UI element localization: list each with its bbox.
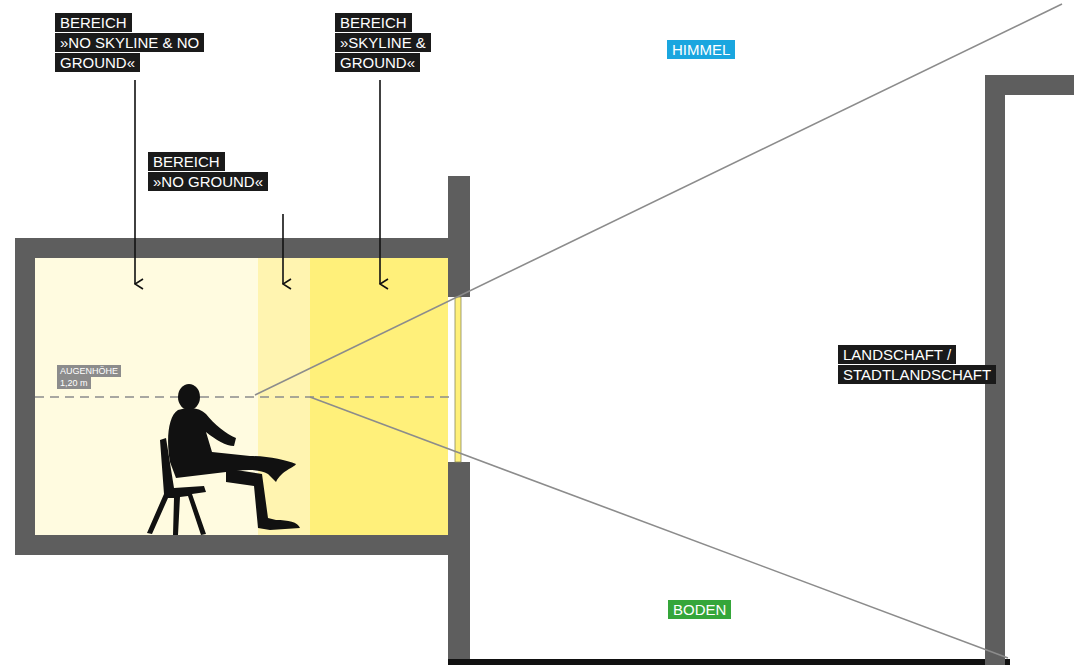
seated-person-silhouette	[147, 384, 300, 535]
label-text: BEREICH	[148, 152, 225, 171]
text-line: »NO GROUND«	[148, 172, 308, 192]
label-text: LANDSCHAFT / STADTLANDSCHAFT	[838, 345, 996, 384]
window	[455, 297, 461, 462]
label-text: BEREICH	[335, 13, 412, 32]
text-line: BEREICH	[335, 13, 465, 33]
eye-level-line	[35, 396, 455, 398]
text-line: AUGENHÖHE 1,20 m	[57, 365, 124, 389]
label-text: HIMMEL	[667, 40, 735, 59]
back-wall	[15, 238, 35, 555]
ground-label: BODEN	[668, 600, 788, 620]
opposite-building-roof	[985, 75, 1074, 95]
eye-height-label: AUGENHÖHE 1,20 m	[57, 365, 124, 389]
facade-wall-upper	[448, 176, 470, 297]
leader-arrow	[379, 80, 381, 284]
zone-label-box: BEREICH»SKYLINE & GROUND«	[335, 13, 465, 73]
text-line: BEREICH	[55, 13, 215, 33]
text-line: »SKYLINE & GROUND«	[335, 33, 465, 73]
sight-line-upper	[255, 4, 1062, 395]
zone-label-box: BEREICH»NO GROUND«	[148, 152, 308, 192]
text-line: »NO SKYLINE & NO GROUND«	[55, 33, 215, 73]
text-line: LANDSCHAFT / STADTLANDSCHAFT	[838, 345, 1038, 385]
facade-wall-lower	[448, 462, 470, 665]
text-line: HIMMEL	[667, 40, 787, 60]
sky-label: HIMMEL	[667, 40, 787, 60]
zone-label-box: BEREICH»NO SKYLINE & NO GROUND«	[55, 13, 215, 73]
landscape-label: LANDSCHAFT / STADTLANDSCHAFT	[838, 345, 1038, 385]
text-line: BEREICH	[148, 152, 308, 172]
floor-slab	[15, 535, 448, 555]
label-text: »NO GROUND«	[148, 172, 268, 191]
label-text: »NO SKYLINE & NO GROUND«	[55, 33, 204, 72]
sight-line-lower	[310, 397, 1008, 658]
label-text: BODEN	[668, 600, 731, 619]
label-text: »SKYLINE & GROUND«	[335, 33, 431, 72]
leader-arrow	[134, 80, 136, 284]
leader-arrow	[282, 214, 284, 284]
text-line: BODEN	[668, 600, 788, 620]
ground-line	[448, 659, 1010, 665]
label-text: AUGENHÖHE 1,20 m	[57, 365, 121, 389]
ceiling-slab	[15, 238, 448, 258]
label-text: BEREICH	[55, 13, 132, 32]
